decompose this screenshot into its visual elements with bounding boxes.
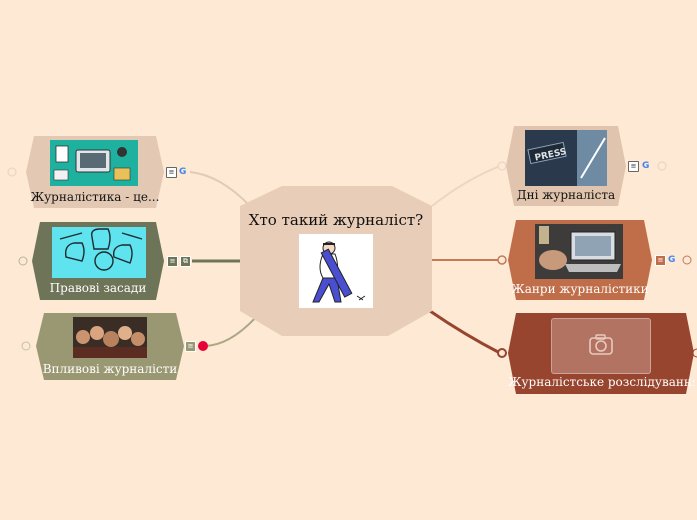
node-genres[interactable]: Жанри журналістики [508,220,652,300]
notes-icon[interactable]: ≡ [167,256,178,267]
node-days[interactable]: PRESS Дні журналіста [506,126,626,206]
notes-icon[interactable]: ≡ [185,341,196,352]
connector-investigation [429,309,501,355]
dot-days-inner[interactable] [497,161,507,171]
journalism-label: Журналістика - це... [30,190,160,204]
dot-days-outer[interactable] [657,161,667,171]
notes-icon[interactable]: ≡ [628,161,639,172]
google-icon[interactable]: G [179,167,187,177]
influential-image [73,317,147,358]
journalism-image [50,140,138,186]
red-marker[interactable] [198,341,208,351]
link-icon[interactable]: ⧉ [180,256,191,267]
central-node[interactable]: Хто такий журналіст? [240,186,432,336]
genres-label: Жанри журналістики [511,282,649,296]
days-image: PRESS [525,130,607,186]
connector-journalism [189,171,251,207]
central-illustration [299,234,373,308]
notes-icon[interactable]: ≡ [655,255,666,266]
node-influential[interactable]: Впливові журналісти [36,313,184,380]
legal-image [52,227,146,278]
investigation-label: Журналістське розслідування [508,375,694,389]
google-icon[interactable]: G [642,161,650,171]
node-legal[interactable]: Правові засади [32,222,164,300]
google-icon[interactable]: G [668,255,676,265]
dot-influential-outer[interactable] [21,341,31,351]
node-investigation[interactable]: Журналістське розслідування [508,313,694,394]
dot-investigation-inner[interactable] [497,348,507,358]
dot-journalism-outer[interactable] [7,167,17,177]
influential-label: Впливові журналісти [42,362,178,376]
node-journalism[interactable]: Журналістика - це... [26,136,164,208]
connector-influential [203,314,259,347]
dot-genres-inner[interactable] [497,255,507,265]
camera-icon [589,334,613,355]
dot-genres-outer[interactable] [682,255,692,265]
legal-label: Правові засади [49,281,147,295]
notes-icon[interactable]: ≡ [166,167,177,178]
days-label: Дні журналіста [516,188,616,202]
dot-investigation-outer[interactable] [692,348,697,358]
investigation-image-placeholder [551,318,651,374]
dot-legal-outer[interactable] [18,256,28,266]
genres-image [535,224,623,279]
connector-days [431,165,501,207]
central-title: Хто такий журналіст? [248,211,424,229]
